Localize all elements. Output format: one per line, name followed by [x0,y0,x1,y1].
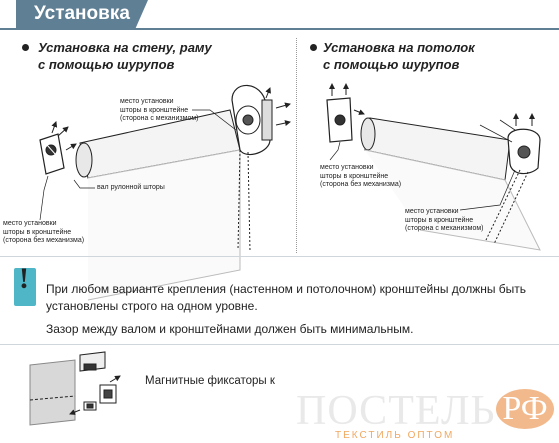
label-roller-tube: вал рулонной шторы [97,184,165,191]
label-line: место установки [320,164,374,171]
brand-tagline: ТЕКСТИЛЬ ОПТОМ [335,430,455,441]
label-line: место установки [120,98,174,105]
label-mechanism-side: место установки шторы в кронштейне (стор… [120,98,199,124]
wall-title-line1: Установка на стену, раму [38,40,212,55]
note-top-divider [0,256,559,257]
brand-logo-rf: РФ [496,389,554,429]
label-mechanism-side: место установки шторы в кронштейне (стор… [405,208,484,234]
note-line1: При любом варианте крепления (настенном … [46,282,527,296]
header-rule [0,28,559,30]
note-bottom-divider [0,344,559,345]
label-line: шторы в кронштейне [3,228,72,236]
label-line: шторы в кронштейне [405,216,474,224]
bullet-icon [310,44,317,51]
bullet-icon [22,44,29,51]
label-line: (сторона без механизма) [3,237,85,244]
label-line: шторы в кронштейне [120,106,189,114]
magnet-diagram [29,351,121,426]
wall-mount-title: Установка на стену, раму с помощью шуруп… [38,39,212,73]
label-line: место установки [405,208,459,215]
ceiling-mount-title: Установка на потолок с помощью шурупов [323,39,475,73]
label-no-mechanism-side: место установки шторы в кронштейне (стор… [320,164,401,190]
label-line: место установки [3,220,57,227]
label-line: (сторона с механизмом) [120,115,199,122]
note-line2: установлены строго на одном уровне. [46,299,258,313]
label-line: (сторона с механизмом) [405,225,484,232]
ceiling-title-line1: Установка на потолок [323,40,475,55]
wall-title-line2: с помощью шурупов [38,57,175,72]
label-line: (сторона без механизма) [320,181,402,188]
label-no-mechanism-side: место установки шторы в кронштейне (стор… [3,220,84,246]
note-gap-text: Зазор между валом и кронштейнами должен … [46,322,414,336]
section-header: Установка [0,0,559,30]
section-divider [296,38,297,253]
magnets-caption: Магнитные фиксаторы к [145,375,275,387]
warning-icon [14,268,36,306]
label-line: шторы в кронштейне [320,172,389,180]
header-tab [16,0,148,30]
exclamation-icon: ! [19,262,29,295]
brand-logo: ПОСТЕЛЬ [296,388,496,434]
ceiling-title-line2: с помощью шурупов [323,57,460,72]
wall-mount-diagram [39,84,291,301]
page-title: Установка [34,3,130,24]
note-text: При любом варианте крепления (настенном … [46,281,526,315]
ceiling-mount-diagram [326,83,541,251]
